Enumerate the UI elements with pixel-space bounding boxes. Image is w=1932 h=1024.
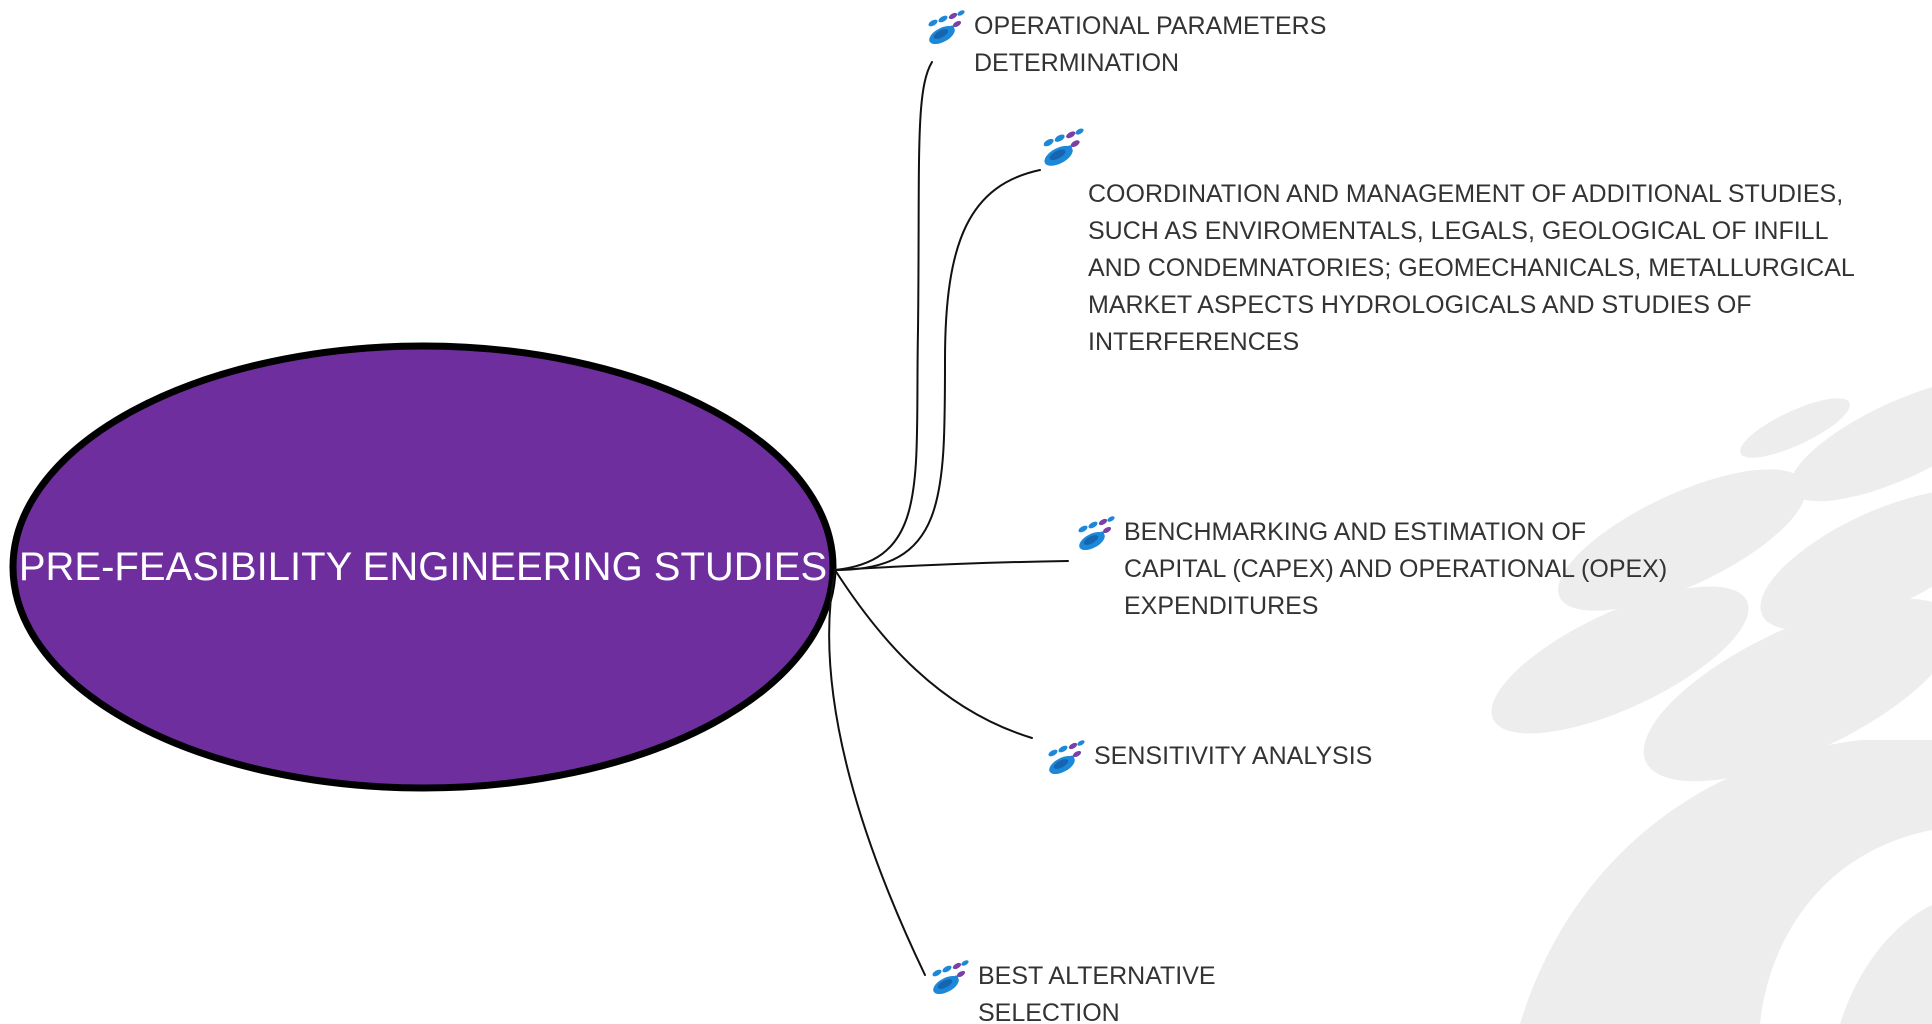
connector-sensitivity-analysis	[834, 569, 1033, 739]
branch-label: SENSITIVITY ANALYSIS	[1094, 742, 1373, 770]
connector-operational-parameters	[834, 61, 933, 571]
branch-label: BENCHMARKING AND ESTIMATION OF CAPITAL (…	[1124, 518, 1668, 620]
branch-label: BEST ALTERNATIVE SELECTION	[978, 962, 1216, 1024]
branch-benchmarking[interactable]: BENCHMARKING AND ESTIMATION OF CAPITAL (…	[1074, 514, 1667, 625]
connector-coordination-studies	[834, 169, 1041, 571]
branch-operational-parameters[interactable]: OPERATIONAL PARAMETERS DETERMINATION	[924, 8, 1326, 82]
branch-coordination-studies[interactable]: COORDINATION AND MANAGEMENT OF ADDITIONA…	[1088, 176, 1855, 361]
connector-benchmarking	[834, 560, 1069, 571]
paw-print-icon	[924, 8, 968, 46]
branch-label: COORDINATION AND MANAGEMENT OF ADDITIONA…	[1088, 180, 1855, 356]
connector-best-alternative	[828, 569, 926, 976]
background-watermark	[1491, 378, 1932, 1024]
paw-print-icon	[1044, 738, 1088, 776]
branch-best-alternative[interactable]: BEST ALTERNATIVE SELECTION	[928, 958, 1216, 1024]
paw-print-icon	[928, 958, 972, 996]
central-node-shape[interactable]	[9, 342, 837, 792]
paw-print-icon	[1038, 126, 1088, 168]
branch-sensitivity-analysis[interactable]: SENSITIVITY ANALYSIS	[1044, 738, 1372, 776]
paw-print-icon	[1074, 514, 1118, 552]
branch-label: OPERATIONAL PARAMETERS DETERMINATION	[974, 12, 1327, 77]
